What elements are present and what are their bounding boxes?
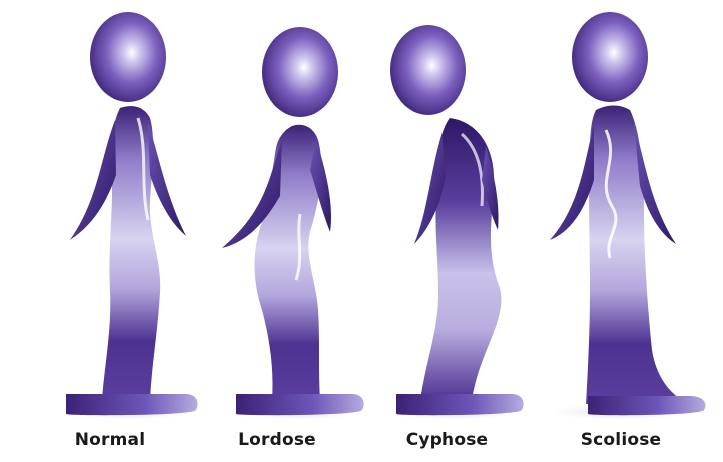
foot [588,396,705,415]
caption-normal: Normal [50,430,170,450]
figure-cyphose [385,25,525,421]
figure-normal [60,12,200,421]
figure-scoliose [540,12,705,421]
foot [66,394,198,415]
head [572,12,648,102]
left-arm [70,120,116,240]
caption-scoliose: Scoliose [561,430,681,450]
figure-lordose [222,27,370,421]
caption-lordose: Lordose [217,430,337,450]
foot [396,394,524,415]
left-arm [550,124,594,240]
head [90,12,166,102]
head [262,27,338,117]
right-arm [148,122,186,236]
foot [236,394,364,415]
head [390,25,466,115]
caption-cyphose: Cyphose [387,430,507,450]
